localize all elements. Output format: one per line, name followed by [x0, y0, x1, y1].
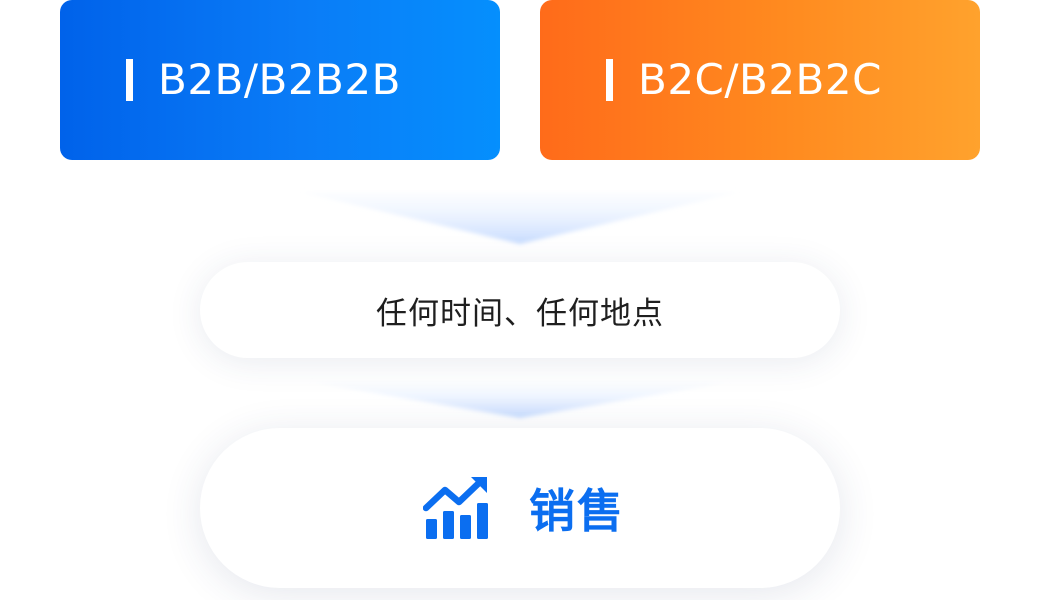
- anytime-anywhere-pill: 任何时间、任何地点: [200, 262, 840, 358]
- sales-content: 销售: [423, 475, 625, 541]
- card-accent-bar: [606, 59, 613, 101]
- sales-label: 销售: [529, 484, 625, 538]
- channel-label-b2b: B2B/B2B2B: [158, 55, 401, 104]
- channel-card-b2b: B2B/B2B2B: [60, 0, 500, 160]
- funnel-beam-bottom: [310, 382, 730, 418]
- growth-chart-icon: [423, 477, 488, 539]
- sales-pill: 销售: [200, 428, 840, 588]
- card-accent-bar: [126, 59, 133, 101]
- channel-label-b2c: B2C/B2B2C: [638, 55, 882, 104]
- funnel-beam-top: [300, 192, 740, 244]
- anytime-anywhere-text: 任何时间、任何地点: [376, 295, 664, 332]
- channel-card-b2c: B2C/B2B2C: [540, 0, 980, 160]
